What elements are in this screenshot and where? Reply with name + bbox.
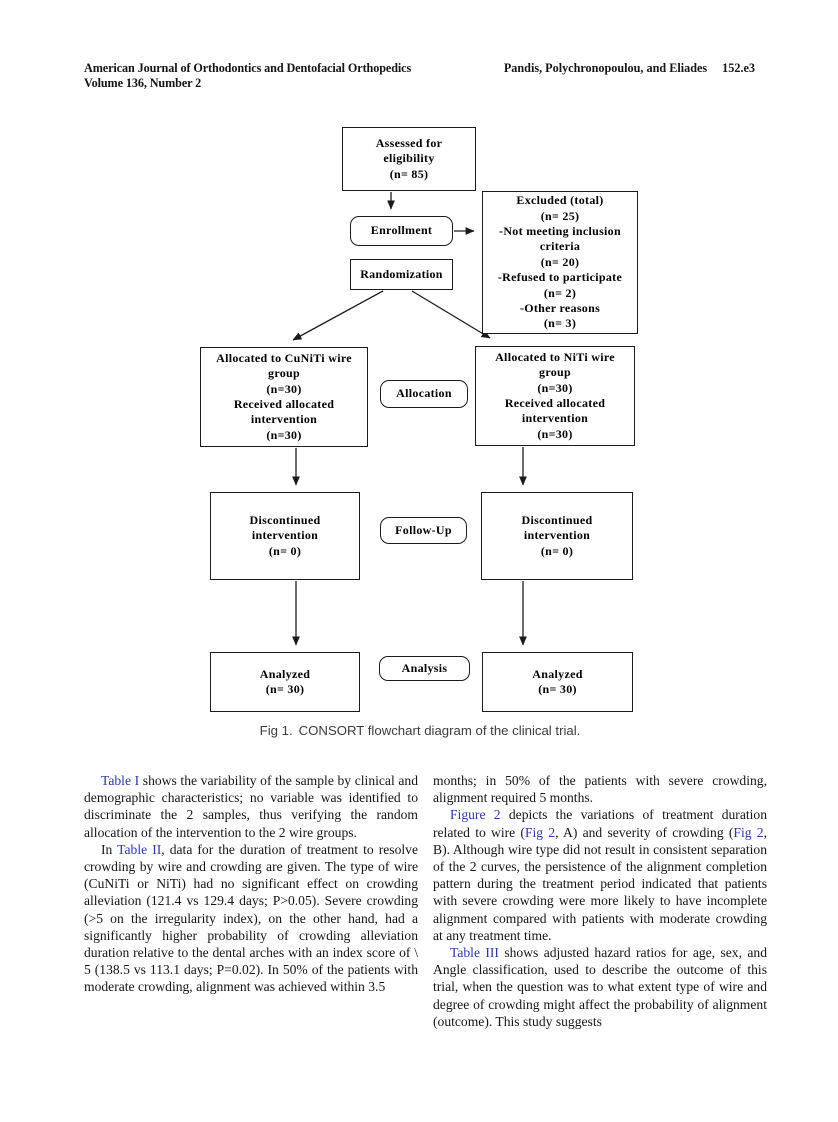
box-allocated-cuniti: Allocated to CuNiTi wire group (n=30) Re…: [200, 347, 368, 447]
box-analysis-stage: Analysis: [379, 656, 470, 681]
citation-link[interactable]: Table III: [450, 945, 499, 961]
text-run: , data for the duration of treatment to …: [84, 841, 418, 995]
paragraph: Table I shows the variability of the sam…: [84, 772, 418, 841]
box-excluded: Excluded (total) (n= 25) -Not meeting in…: [482, 191, 638, 334]
figure-caption-label: Fig 1.: [259, 723, 293, 738]
box-enrollment-text: Enrollment: [370, 223, 433, 238]
text-run: months; in 50% of the patients with seve…: [433, 773, 767, 806]
arrow-randomization-to-niti: [411, 290, 491, 339]
arrow-randomization-to-cuniti: [292, 290, 384, 341]
text-run: shows the variability of the sample by c…: [84, 773, 418, 840]
box-analyzed-left-text: Analyzed (n= 30): [259, 666, 311, 696]
box-excluded-text: Excluded (total) (n= 25) -Not meeting in…: [497, 193, 623, 331]
citation-link[interactable]: Fig 2: [733, 824, 764, 840]
box-allocation-stage: Allocation: [380, 380, 468, 408]
body-column-left: Table I shows the variability of the sam…: [84, 772, 418, 996]
box-allocated-niti-text: Allocated to NiTi wire group (n=30) Rece…: [495, 349, 615, 441]
box-allocation-text: Allocation: [396, 386, 452, 401]
paragraph: months; in 50% of the patients with seve…: [433, 772, 767, 806]
box-allocated-niti: Allocated to NiTi wire group (n=30) Rece…: [475, 346, 635, 446]
box-randomization-stage: Randomization: [350, 259, 453, 290]
box-analyzed-right: Analyzed (n= 30): [482, 652, 633, 712]
text-run: depicts the variations of treatment dura…: [433, 807, 768, 840]
box-analysis-text: Analysis: [401, 660, 448, 675]
figure-caption-text: CONSORT flowchart diagram of the clinica…: [298, 723, 581, 738]
box-discontinued-right: Discontinued intervention (n= 0): [481, 492, 633, 580]
box-analyzed-right-text: Analyzed (n= 30): [532, 666, 583, 696]
figure-caption: Fig 1. CONSORT flowchart diagram of the c…: [180, 723, 660, 738]
box-enrollment-stage: Enrollment: [350, 216, 453, 246]
text-run: shows adjusted hazard ratios for age, se…: [433, 945, 767, 1029]
journal-issue: Volume 136, Number 2: [84, 76, 202, 90]
body-column-right: months; in 50% of the patients with seve…: [433, 772, 767, 1030]
text-run: , A) and severity of crowding (: [555, 824, 734, 840]
citation-link[interactable]: Table I: [101, 773, 140, 788]
citation-link[interactable]: Fig 2: [524, 824, 556, 840]
authors: Pandis, Polychronopoulou, and Eliades: [503, 61, 708, 75]
running-head-right: Pandis, Polychronopoulou, and Eliades 152…: [504, 61, 755, 76]
box-assessed-text: Assessed for eligibility (n= 85): [375, 135, 443, 181]
page-number: 152.e3: [722, 61, 755, 75]
running-head-left: American Journal of Orthodontics and Den…: [84, 61, 484, 91]
box-randomization-text: Randomization: [360, 266, 443, 281]
box-assessed-eligibility: Assessed for eligibility (n= 85): [342, 127, 476, 191]
box-followup-stage: Follow-Up: [380, 517, 467, 544]
citation-link[interactable]: Figure 2: [450, 807, 501, 823]
box-discontinued-right-text: Discontinued intervention (n= 0): [521, 512, 593, 558]
box-discontinued-left-text: Discontinued intervention (n= 0): [249, 512, 321, 558]
box-discontinued-left: Discontinued intervention (n= 0): [210, 492, 360, 580]
paragraph: Table III shows adjusted hazard ratios f…: [433, 944, 767, 1030]
box-allocated-cuniti-text: Allocated to CuNiTi wire group (n=30) Re…: [216, 350, 352, 442]
text-run: , B). Although wire type did not result …: [433, 824, 767, 943]
box-followup-text: Follow-Up: [395, 522, 452, 537]
paragraph: In Table II, data for the duration of tr…: [84, 841, 418, 996]
text-run: In: [101, 841, 118, 857]
paragraph: Figure 2 depicts the variations of treat…: [433, 806, 767, 944]
box-analyzed-left: Analyzed (n= 30): [210, 652, 360, 712]
citation-link[interactable]: Table II: [117, 841, 162, 857]
journal-title: American Journal of Orthodontics and Den…: [84, 61, 412, 75]
